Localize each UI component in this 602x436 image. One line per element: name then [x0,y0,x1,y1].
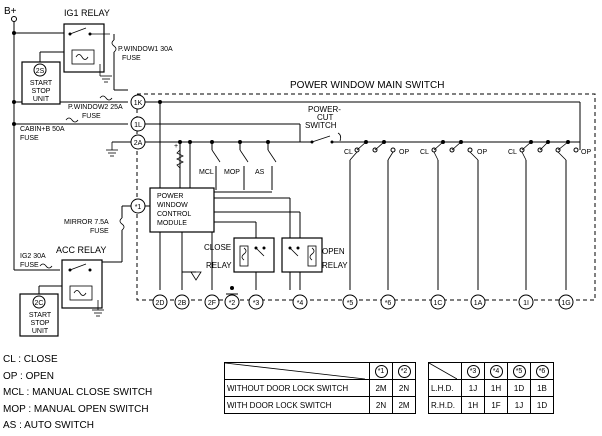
connector-s5 [342,294,358,310]
connector-s2 [224,294,240,310]
svg-text:CL: CL [508,149,517,156]
door-lock-table: *1 *2 WITHOUT DOOR LOCK SWITCH 2M 2N WIT… [224,362,416,414]
acc-relay [61,259,103,309]
svg-text:OP: OP [477,149,487,156]
header-star2: *2 [397,364,411,378]
main-switch-title: POWER WINDOW MAIN SWITCH [290,80,444,91]
svg-text:1L: 1L [134,122,142,129]
connector-2b [174,294,190,310]
connector-1a [470,294,486,310]
connector-1i [518,294,534,310]
acc-relay-label: ACC RELAY [56,245,106,255]
connector-s6 [380,294,396,310]
svg-text:1C: 1C [434,300,443,307]
svg-text:SWITCH: SWITCH [305,121,337,130]
window-switch-2: CL OP [420,140,487,290]
abbreviation-legend: CL : CLOSE OP : OPEN MCL : MANUAL CLOSE … [3,352,152,435]
connector-s4 [292,294,308,310]
drive-side-table: *3 *4 *5 *6 L.H.D. 1J 1H 1D 1B R.H.D. 1H… [428,362,554,414]
svg-text:2D: 2D [156,300,165,307]
row-label: WITHOUT DOOR LOCK SWITCH [224,379,370,397]
svg-text:CLOSE: CLOSE [204,243,231,252]
svg-text:2B: 2B [178,300,187,307]
legend-item: AS : AUTO SWITCH [3,420,94,431]
svg-text:*1: *1 [135,204,142,211]
svg-text:2F: 2F [208,300,216,307]
svg-text:CONTROL: CONTROL [157,211,191,218]
connector-s3 [248,294,264,310]
row-label: R.H.D. [428,396,462,414]
svg-text:*2: *2 [229,300,236,307]
svg-text:START: START [30,80,53,87]
svg-text:STOP: STOP [31,320,50,327]
svg-text:1I: 1I [523,300,529,307]
window-switch-1: CL OP [344,140,409,290]
svg-text:+: + [174,143,178,150]
svg-text:AS: AS [255,169,265,176]
legend-item: OP : OPEN [3,370,54,382]
connector-2d [152,294,168,310]
svg-text:CABIN+B 50A: CABIN+B 50A [20,126,65,133]
ig1-relay-label: IG1 RELAY [64,8,110,18]
svg-text:MODULE: MODULE [157,220,187,227]
svg-text:FUSE: FUSE [82,113,101,120]
svg-text:FUSE: FUSE [90,228,109,235]
svg-text:RELAY: RELAY [206,261,232,270]
svg-text:STOP: STOP [32,88,51,95]
battery-terminal [11,16,17,22]
connector-1g [558,294,574,310]
svg-text:OP: OP [399,149,409,156]
svg-text:OP: OP [581,149,591,156]
connector-2f [204,294,220,310]
svg-text:MIRROR 7.5A: MIRROR 7.5A [64,219,109,226]
svg-text:2C: 2C [35,300,44,307]
svg-text:FUSE: FUSE [20,135,39,142]
svg-text:MCL: MCL [199,169,214,176]
main-switch-boundary [136,93,596,301]
svg-text:1K: 1K [134,100,143,107]
svg-text:CL: CL [420,149,429,156]
row-label: L.H.D. [428,379,462,397]
svg-text:WINDOW: WINDOW [157,202,188,209]
svg-text:P.WINDOW1 30A: P.WINDOW1 30A [118,46,173,53]
svg-text:RELAY: RELAY [322,261,348,270]
legend-item: MCL : MANUAL CLOSE SWITCH [3,387,153,398]
svg-text:2A: 2A [134,140,143,147]
row-label: WITH DOOR LOCK SWITCH [224,396,370,414]
battery-label: B+ [4,6,17,17]
svg-text:2S: 2S [36,68,45,75]
svg-text:UNIT: UNIT [32,328,49,335]
svg-text:CUT: CUT [317,113,334,122]
svg-text:FUSE: FUSE [20,262,39,269]
svg-text:*5: *5 [347,300,354,307]
legend-item: CL : CLOSE [3,354,58,365]
power-window-control-module [149,187,215,233]
svg-text:MOP: MOP [224,169,240,176]
svg-text:UNIT: UNIT [33,96,50,103]
svg-text:CL: CL [344,149,353,156]
connector-1c [430,294,446,310]
svg-text:OPEN: OPEN [322,247,345,256]
header-star1: *1 [374,364,388,378]
svg-text:*3: *3 [253,300,260,307]
svg-text:FUSE: FUSE [122,55,141,62]
ig1-relay [63,23,105,73]
svg-text:IG2 30A: IG2 30A [20,253,46,260]
svg-text:P.WINDOW2 25A: P.WINDOW2 25A [68,104,123,111]
svg-text:*6: *6 [385,300,392,307]
svg-text:POWER-: POWER- [308,105,341,114]
svg-text:1A: 1A [474,300,483,307]
window-switch-3: CL OP [508,140,591,290]
svg-text:*4: *4 [297,300,304,307]
legend-item: MOP : MANUAL OPEN SWITCH [3,403,149,415]
svg-text:START: START [29,312,52,319]
svg-text:POWER: POWER [157,193,183,200]
svg-text:1G: 1G [561,300,570,307]
